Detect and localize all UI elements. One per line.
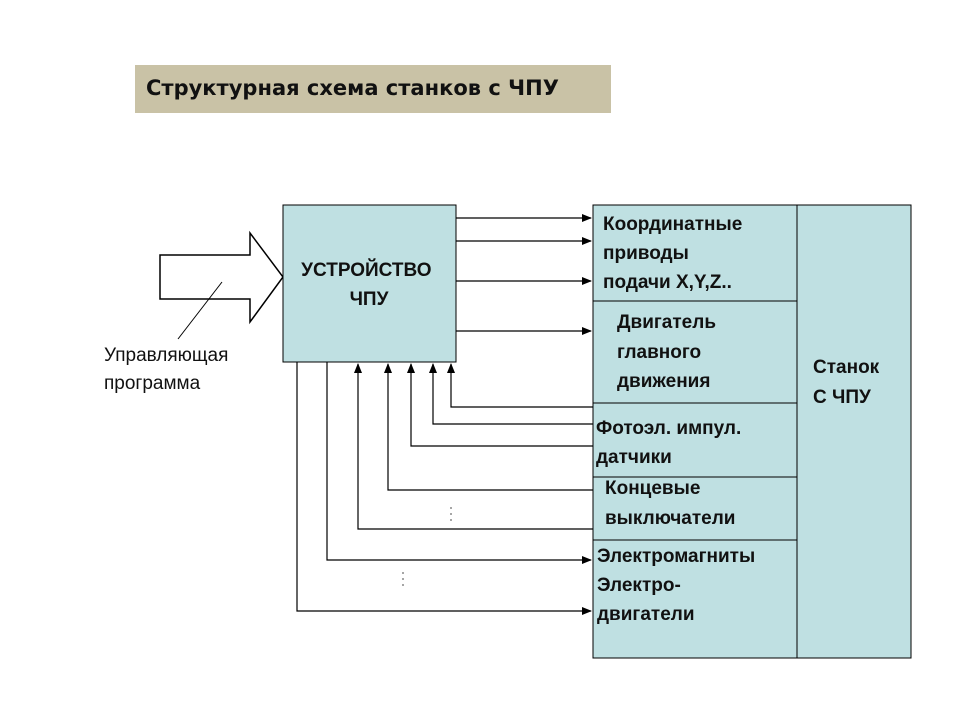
block1-line1: Координатные bbox=[603, 214, 742, 235]
svg-text:Электромагниты Электро-: Электромагниты Электро- двигатели bbox=[597, 546, 760, 625]
feedback-arrow-3 bbox=[407, 363, 593, 447]
block5-line2: Электро- bbox=[597, 575, 681, 596]
machine-label-line2: С ЧПУ bbox=[813, 387, 871, 408]
feedback-arrow-4 bbox=[384, 363, 593, 491]
block-machine bbox=[796, 204, 912, 659]
svg-text:Концевые выключатели: Концевые выключатели bbox=[605, 478, 735, 529]
block5-line1: Электромагниты bbox=[597, 546, 755, 567]
svg-text:УСТРОЙСТВО ЧПУ: УСТРОЙСТВО ЧПУ bbox=[301, 259, 437, 310]
svg-text:Координатные приводы п: Координатные приводы подачи X,Y,Z.. bbox=[603, 214, 748, 293]
block3-line2: датчики bbox=[596, 447, 672, 468]
feedback-arrow-5 bbox=[354, 363, 593, 530]
block-limit-switches bbox=[592, 476, 798, 541]
block-electromagnets bbox=[592, 539, 798, 659]
svg-text:Станок С ЧПУ: Станок С ЧПУ bbox=[813, 357, 884, 408]
ellipsis-dot bbox=[450, 513, 452, 515]
svg-text:Управляющая программа: Управляющая программа bbox=[104, 345, 234, 394]
feedback-arrow-2 bbox=[429, 363, 593, 425]
ellipsis-dot bbox=[450, 519, 452, 521]
ellipsis-dot bbox=[450, 507, 452, 509]
feedback-arrow-1 bbox=[447, 363, 593, 408]
block1-line3: подачи X,Y,Z.. bbox=[603, 272, 732, 293]
ellipsis-dot bbox=[402, 578, 404, 580]
cnc-device-label-line1: УСТРОЙСТВО bbox=[301, 259, 431, 281]
block-main-motor bbox=[592, 300, 798, 404]
program-input-arrow bbox=[159, 230, 284, 325]
machine-label-line1: Станок bbox=[813, 357, 880, 378]
diagram-title: Структурная схема станков с ЧПУ bbox=[135, 65, 611, 113]
svg-text:Двигатель главного дви: Двигатель главного движения bbox=[617, 312, 721, 392]
program-label-line2: программа bbox=[104, 373, 201, 394]
block2-line1: Двигатель bbox=[617, 312, 716, 333]
svg-text:Фотоэл. импул. датчики: Фотоэл. импул. датчики bbox=[596, 418, 747, 468]
cnc-device-box bbox=[282, 204, 457, 363]
block2-line2: главного bbox=[617, 342, 701, 363]
block1-line2: приводы bbox=[603, 243, 689, 264]
output-arrow-electro-2 bbox=[296, 362, 592, 615]
ellipsis-dot bbox=[402, 584, 404, 586]
block4-line1: Концевые bbox=[605, 478, 700, 499]
output-arrow-electro-1 bbox=[326, 362, 592, 564]
cnc-device-label-line2: ЧПУ bbox=[350, 289, 389, 310]
ellipsis-dot bbox=[402, 572, 404, 574]
block2-line3: движения bbox=[617, 371, 710, 392]
program-label-line1: Управляющая bbox=[104, 345, 228, 366]
block3-line1: Фотоэл. импул. bbox=[596, 418, 741, 439]
block-photo-sensors bbox=[592, 402, 798, 478]
block4-line2: выключатели bbox=[605, 508, 735, 529]
block5-line3: двигатели bbox=[597, 604, 695, 625]
program-label-leader bbox=[177, 281, 223, 340]
